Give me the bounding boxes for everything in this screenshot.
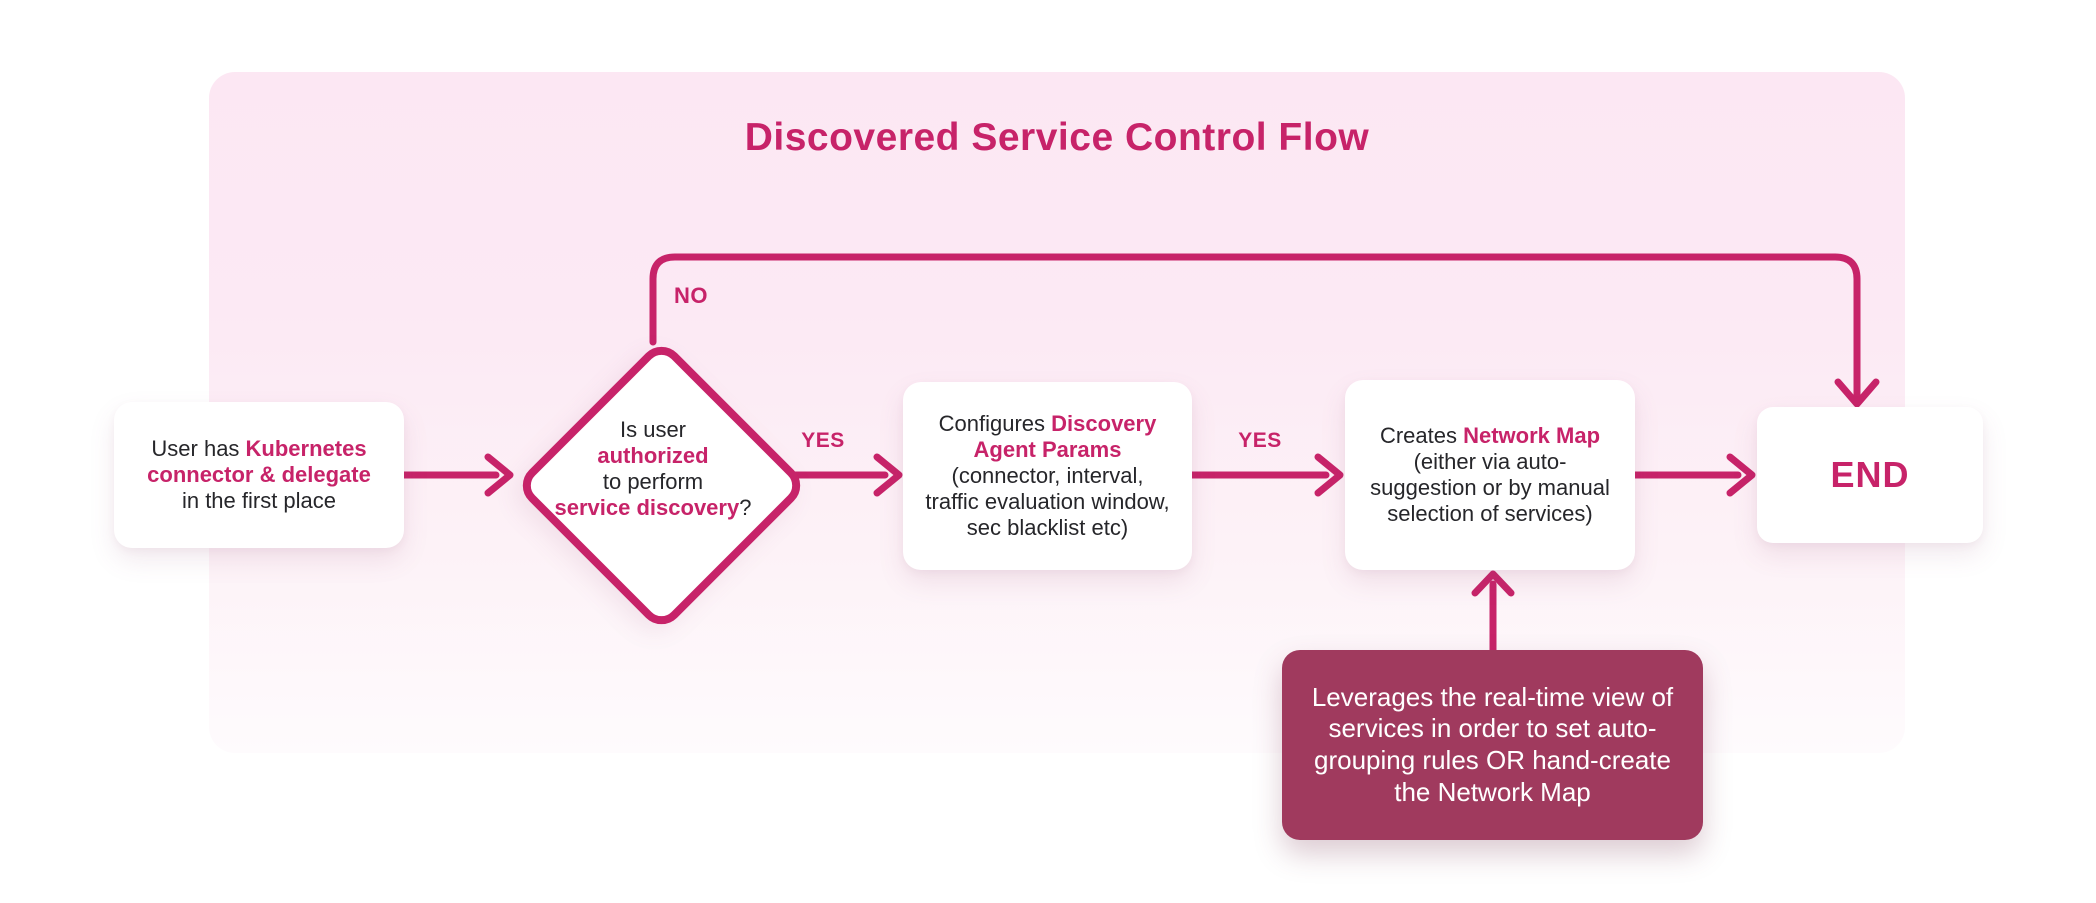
create-network-map-node-text: Creates Network Map(either via auto-sugg… [1370, 423, 1610, 526]
end-node-label: END [1830, 454, 1910, 495]
end-node: END [1757, 407, 1983, 543]
create-network-map-node: Creates Network Map(either via auto-sugg… [1345, 380, 1635, 570]
edge-label-yes-1: YES [801, 429, 845, 452]
edge-label-yes-2: YES [1238, 429, 1282, 452]
diagram-title: Discovered Service Control Flow [744, 116, 1370, 159]
edge-label-no: NO [674, 283, 708, 308]
